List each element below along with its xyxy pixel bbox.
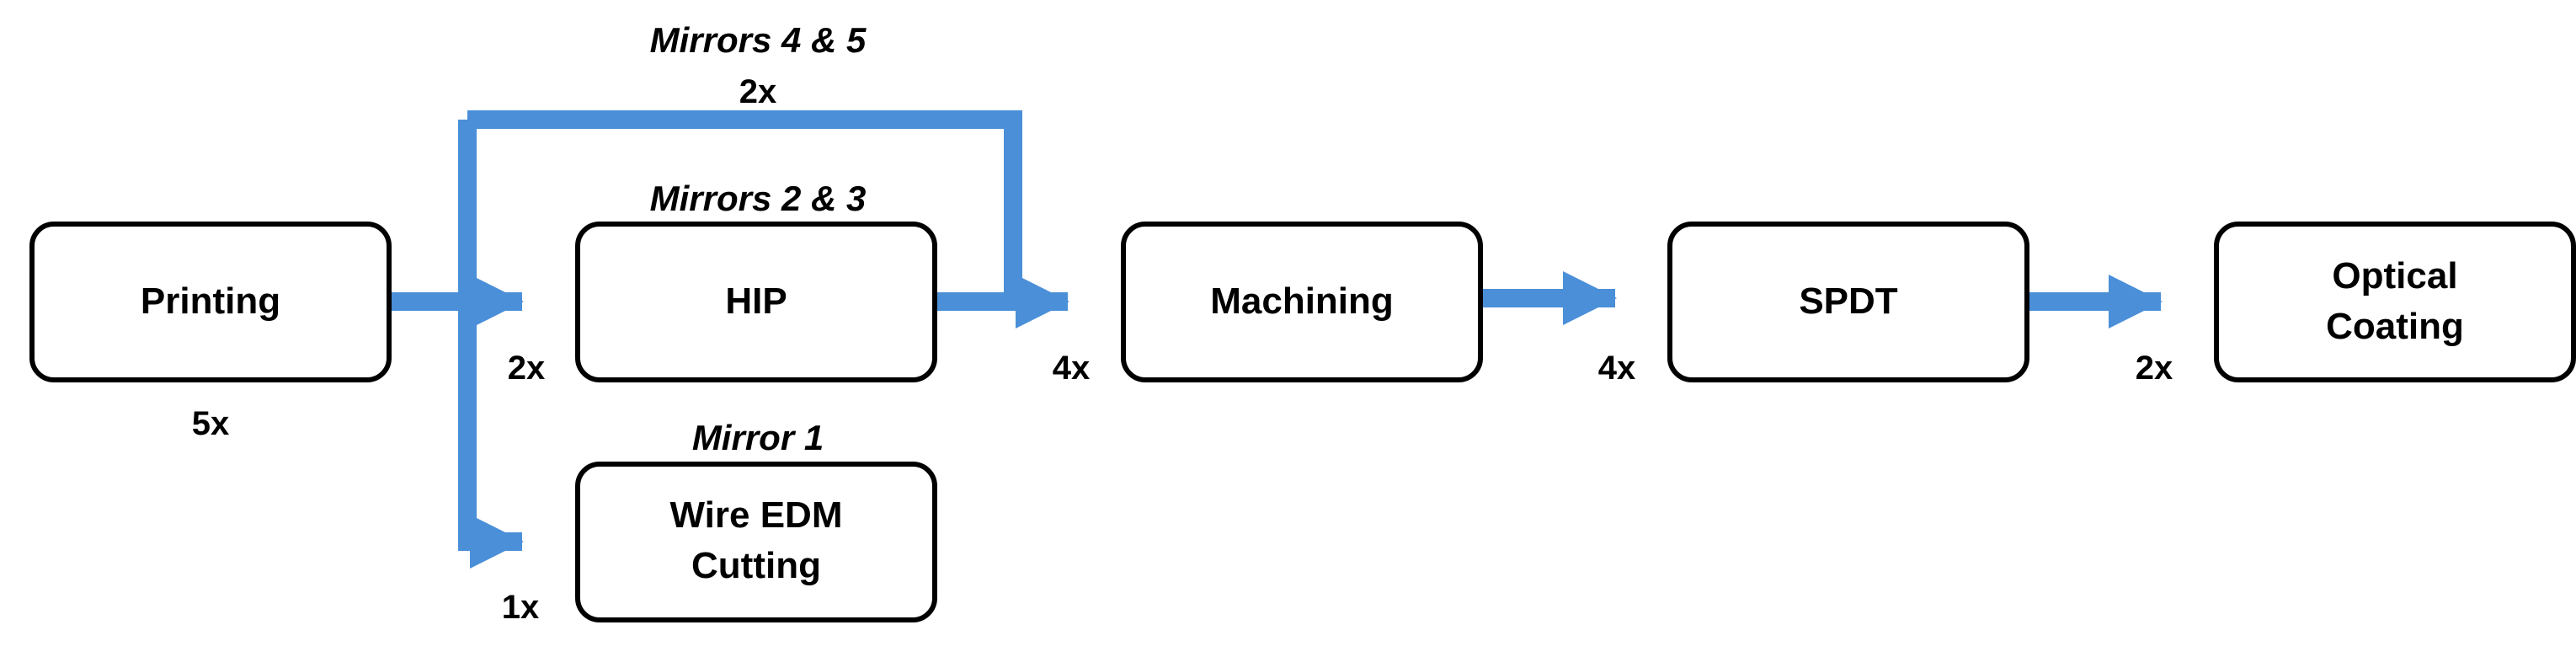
node-machining-box xyxy=(1121,222,1483,382)
node-printing: Printing xyxy=(29,222,392,382)
count-label-bypass: 2x xyxy=(739,73,777,110)
arrow-printing-to-wire-edm xyxy=(458,302,524,569)
flow-connectors xyxy=(389,110,2163,569)
node-optical-coating: Optical Coating xyxy=(2214,222,2576,382)
node-optical-coating-label-line-2: Coating xyxy=(2326,306,2464,347)
node-wire-edm-cutting-box xyxy=(575,462,937,622)
branch-label-mirrors-4-5: Mirrors 4 & 5 xyxy=(650,20,867,60)
count-labels: 5x 2x 2x 1x 4x 4x 2x xyxy=(192,73,2173,626)
count-label-to-machining: 4x xyxy=(1053,350,1091,387)
node-optical-coating-box xyxy=(2214,222,2576,382)
node-optical-coating-label-line-1: Optical xyxy=(2332,255,2457,296)
branch-label-mirrors-2-3: Mirrors 2 & 3 xyxy=(650,179,867,218)
node-hip: HIP xyxy=(575,222,937,382)
node-machining-label: Machining xyxy=(1210,280,1394,322)
node-wire-edm-cutting: Wire EDM Cutting xyxy=(575,462,937,622)
branch-labels: Mirrors 4 & 5 Mirrors 2 & 3 Mirror 1 xyxy=(650,20,867,457)
node-hip-label: HIP xyxy=(725,280,787,322)
node-spdt-label: SPDT xyxy=(1799,280,1897,322)
count-label-to-wire-edm: 1x xyxy=(502,589,540,626)
node-printing-label: Printing xyxy=(141,280,280,322)
node-hip-box xyxy=(575,222,937,382)
count-label-to-optical-coating: 2x xyxy=(2136,350,2173,387)
node-machining: Machining xyxy=(1121,222,1483,382)
node-wire-edm-cutting-label-line-1: Wire EDM xyxy=(670,494,843,536)
node-spdt: SPDT xyxy=(1667,222,2029,382)
count-label-to-hip: 2x xyxy=(508,350,546,387)
node-printing-box xyxy=(29,222,392,382)
count-label-to-spdt: 4x xyxy=(1598,350,1636,387)
arrow-bypass-mirrors-4-5 xyxy=(467,110,1022,302)
branch-label-mirror-1: Mirror 1 xyxy=(692,418,824,457)
count-label-printing-out: 5x xyxy=(192,405,230,442)
node-wire-edm-cutting-label-line-2: Cutting xyxy=(691,545,821,586)
node-spdt-box xyxy=(1667,222,2029,382)
